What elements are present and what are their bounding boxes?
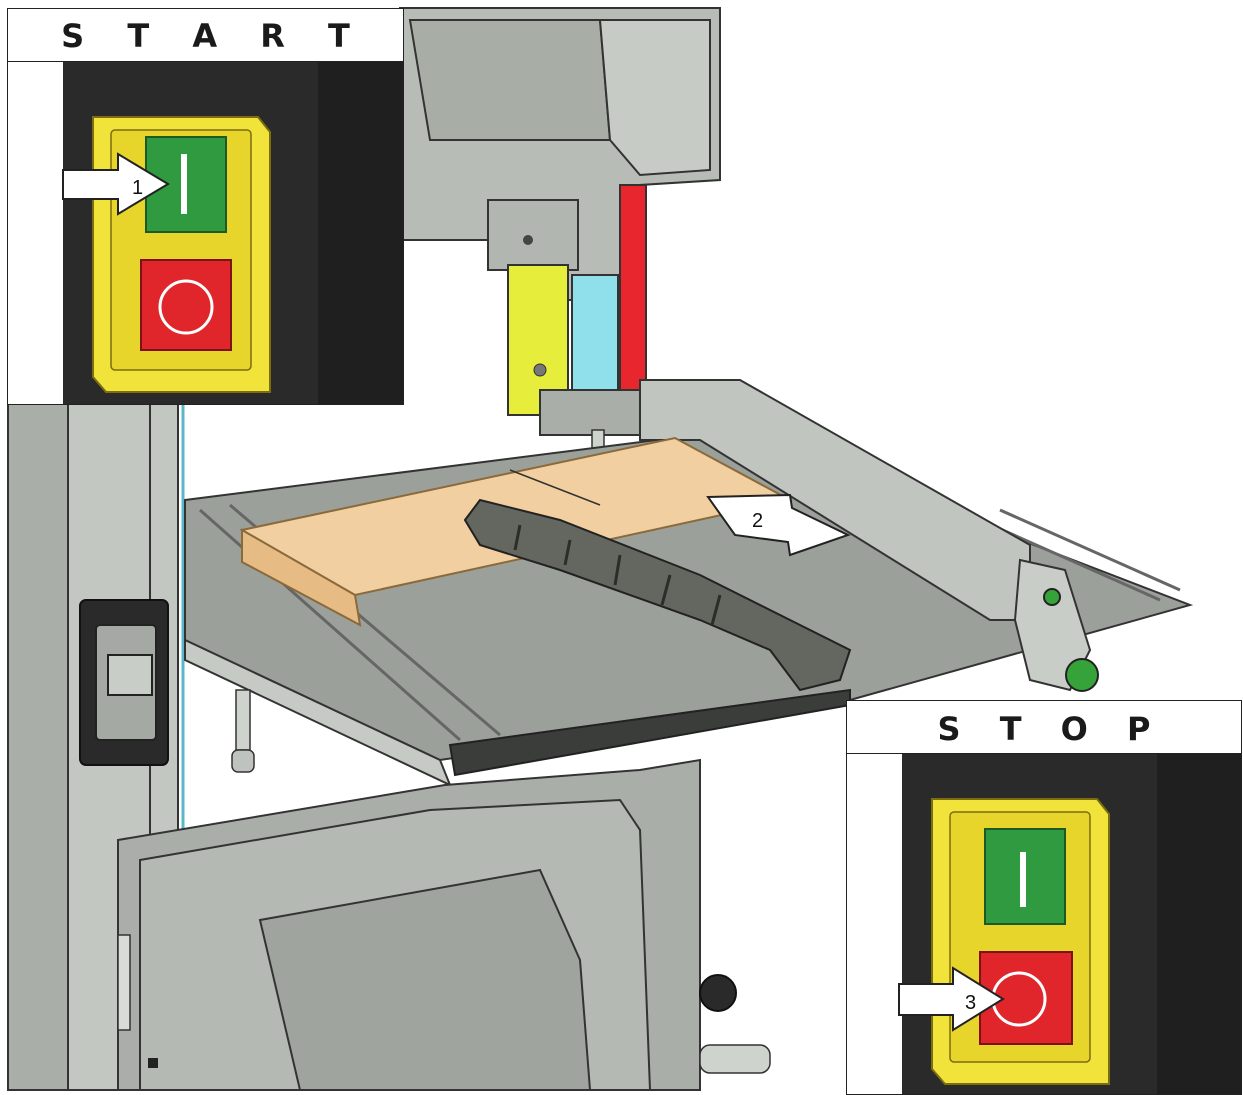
column-switch-face [107,654,153,696]
push-stick [463,498,852,692]
stop-button [140,259,232,351]
fence-lock-handle [1013,558,1092,692]
rip-fence [639,379,1031,621]
feed-callout-number: 2 [752,510,763,532]
upper-arm-panel [408,19,612,141]
tension-knob [699,974,737,1012]
arrow-icon [898,966,1005,1032]
start-title: S T A R T [8,9,403,62]
power-on-symbol-icon [181,154,187,214]
table-groove-lines [199,503,1181,742]
start-inset: S T A R T 1 [7,8,404,405]
lower-door-inner [258,868,592,1091]
arrow-icon [706,493,851,557]
stop-switch-illustration: 3 [898,754,1241,1094]
power-off-symbol-icon [158,279,214,335]
start-switch-illustration: 1 [62,62,403,404]
stop-callout-number: 3 [965,992,976,1014]
tension-rod [699,1044,771,1074]
stop-title: S T O P [847,701,1241,754]
fence-knob [1065,658,1099,692]
cut-line [509,469,601,506]
push-stick-ribs [513,524,722,626]
saw-frame-left-column [7,399,69,1091]
power-on-symbol-icon [1020,852,1026,907]
stop-inset: S T O P 3 [846,700,1242,1095]
guide-screw-2 [533,363,547,377]
arrow-icon [62,152,170,216]
start-callout-number: 1 [132,177,143,199]
upper-arm-bevel [598,19,711,177]
blade-guide-block [487,199,579,271]
table-support-post [235,689,251,751]
blade-guide-lower [539,389,641,436]
blade-guide-yellow [507,264,569,416]
guide-screw [523,235,533,245]
door-latch [148,1058,158,1068]
panel-right-edge [318,62,403,404]
panel-right-edge [1157,754,1241,1094]
table-support-foot [231,749,255,773]
workpiece-side [241,528,362,627]
blade-guard-red [619,184,647,416]
door-hinge [117,934,131,1031]
fence-knob-small [1043,588,1061,606]
